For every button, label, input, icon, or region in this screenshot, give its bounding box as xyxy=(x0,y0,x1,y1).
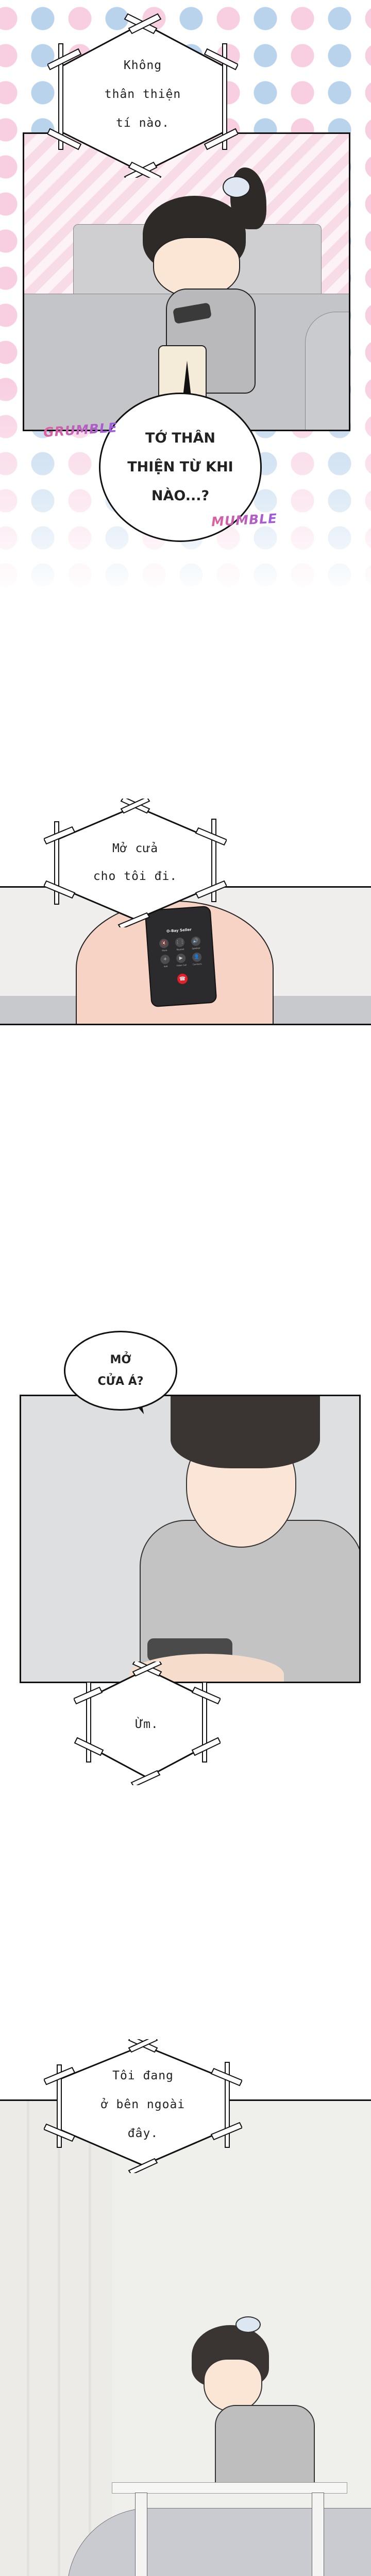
contacts-button[interactable]: 👤Contacts xyxy=(190,952,204,966)
speaker-button[interactable]: 🔊Speaker xyxy=(189,936,203,950)
person-icon: 👤 xyxy=(192,952,202,962)
character-face xyxy=(204,2359,262,2412)
video-camera-icon: ▶ xyxy=(176,953,186,963)
panel-3-surprised-boy xyxy=(20,1395,361,1683)
speech-bubble-2: MỞ CỬA Á? xyxy=(64,1331,177,1411)
mute-icon: 🔇 xyxy=(159,938,170,948)
speaker-label: Speaker xyxy=(192,946,200,950)
call-buttons: 🔇Mute ⋮⋮Keypad 🔊Speaker +Add ▶Video Call… xyxy=(147,930,213,969)
phone-call-screen: O-Bay Seller 🔇Mute ⋮⋮Keypad 🔊Speaker +Ad… xyxy=(144,905,217,1008)
character-hair xyxy=(171,1396,320,1468)
add-label: Add xyxy=(163,964,168,968)
mute-button[interactable]: 🔇Mute xyxy=(157,938,172,952)
curtain xyxy=(0,2101,112,2576)
panel-4-girl-behind-sofa xyxy=(0,2099,371,2576)
speech-text: MỞ CỬA Á? xyxy=(97,1353,144,1388)
panel-1-chibi-sofa xyxy=(23,132,350,431)
speech-bubble-1: TỚ THÂN THIỆN TỪ KHI NÀO...? xyxy=(99,393,262,542)
hair-scrunchie xyxy=(223,176,250,198)
keypad-icon: ⋮⋮ xyxy=(175,937,185,947)
hair-scrunchie xyxy=(235,2316,261,2333)
end-call-button[interactable]: ☎ xyxy=(177,973,188,985)
keypad-button[interactable]: ⋮⋮Keypad xyxy=(173,937,187,951)
phone-hangup-icon: ☎ xyxy=(179,975,186,982)
speech-text: TỚ THÂN THIỆN TỪ KHI NÀO...? xyxy=(127,430,233,504)
character-hoodie xyxy=(215,2405,315,2484)
side-table-top xyxy=(112,2482,347,2494)
add-call-button[interactable]: +Add xyxy=(158,954,173,968)
narration-line: Tôi đang xyxy=(112,2069,174,2082)
video-call-label: Video Call xyxy=(176,963,187,967)
contacts-label: Contacts xyxy=(192,962,202,966)
video-call-button[interactable]: ▶Video Call xyxy=(174,953,188,967)
table-leg xyxy=(135,2493,147,2576)
table-leg xyxy=(312,2493,324,2576)
narration-line: Ừm. xyxy=(136,1718,159,1731)
plus-icon: + xyxy=(160,954,171,964)
mute-label: Mute xyxy=(162,948,167,952)
sofa-arm xyxy=(305,312,349,430)
keypad-label: Keypad xyxy=(176,947,184,951)
speech-bubble-tail xyxy=(183,361,191,397)
speaker-icon: 🔊 xyxy=(191,936,201,946)
sofa-back xyxy=(67,2508,371,2576)
narration-line: Mở cửa xyxy=(112,842,159,855)
